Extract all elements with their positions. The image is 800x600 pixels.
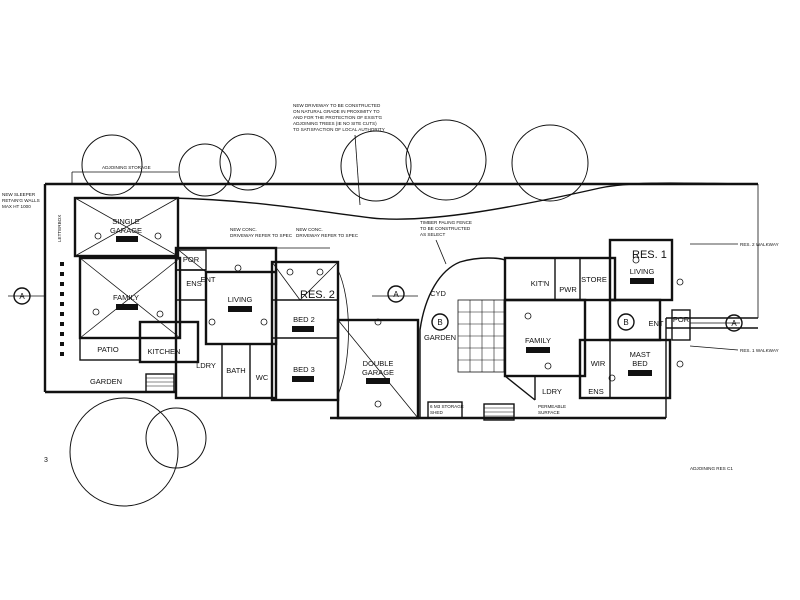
room-label: LIVING	[228, 295, 253, 304]
fence-note: TIMBER PALING FENCE TO BE CONSTRUCTED AS…	[420, 220, 472, 265]
section-letter: A	[393, 290, 399, 299]
room-label: ENT	[201, 275, 216, 284]
note-line: NEW CONC.	[296, 227, 323, 232]
section-letter: B	[437, 318, 442, 327]
tree-canopy	[145, 407, 207, 469]
room-label: WIR	[591, 359, 606, 368]
room-label: BED 3	[293, 365, 315, 374]
room-label: CYD	[430, 289, 446, 298]
room-label: POR	[183, 255, 200, 264]
note-line: NEW CONC.	[230, 227, 257, 232]
res1-label: RES. 1	[632, 249, 667, 261]
room-label: PATIO	[97, 345, 119, 354]
room-label: STORE	[581, 275, 607, 284]
trees	[69, 119, 589, 507]
res1-walkway-label: RES. 1 WALKWAY	[740, 348, 779, 353]
room-label: BED	[632, 359, 648, 368]
fence-posts	[60, 262, 64, 356]
area-tags	[116, 236, 654, 384]
room-label: BED 2	[293, 315, 315, 324]
letterbox-label: LETTERBOX	[57, 215, 62, 242]
room-label: GARDEN	[424, 333, 456, 342]
note-line: TO SATISFACTION OF LOCAL AUTHORITY	[293, 127, 385, 132]
room-label: FAMILY	[113, 293, 139, 302]
double-garage	[336, 318, 420, 420]
section-marker-a-mid: A	[372, 285, 418, 303]
note-line: TIMBER PALING FENCE	[420, 220, 472, 225]
room-label: FAMILY	[525, 336, 551, 345]
room-label: MAST	[630, 350, 651, 359]
adjoining-res-label: ADJOINING RES C1	[690, 466, 733, 471]
section-marker-a-left: A	[8, 287, 46, 305]
tree-canopy	[511, 124, 589, 202]
room-label: KIT'N	[531, 279, 550, 288]
paling-fence-curve	[169, 182, 759, 220]
note-line: SHED	[430, 410, 443, 415]
note-line: RETAIN'G WALLS	[2, 198, 40, 203]
note-line: DRIVEWAY REFER TO SPEC	[230, 233, 293, 238]
tree-canopy	[219, 133, 277, 191]
note-line: AND FOR THE PROTECTION OF EXIST'G	[293, 115, 383, 120]
note-line: ON NATURAL GRADE IN PROXIMITY TO	[293, 109, 380, 114]
room-label: KITCHEN	[148, 347, 181, 356]
note-line: TO BE CONSTRUCTED	[420, 226, 471, 231]
note-line: DRIVEWAY REFER TO SPEC	[296, 233, 359, 238]
adjoining-storage-label: ADJOINING STORAGE	[102, 165, 151, 170]
room-label: ENT	[649, 319, 664, 328]
res2-building	[73, 196, 349, 402]
room-label: LDRY	[196, 361, 216, 370]
section-letter: A	[731, 319, 737, 328]
driveway-note: NEW DRIVEWAY TO BE CONSTRUCTED ON NATURA…	[293, 103, 385, 206]
section-marker-b-left: B	[431, 313, 449, 331]
garden-curve	[419, 257, 506, 418]
note-line: AS SELECT	[420, 232, 445, 237]
tree-canopy	[405, 119, 487, 201]
res1-building	[457, 238, 691, 421]
section-letter: B	[623, 318, 628, 327]
room-label: POR	[673, 315, 690, 324]
site-boundary	[43, 171, 759, 420]
room-label: ENS	[588, 387, 603, 396]
tree-canopy	[69, 397, 179, 507]
res2-label: RES. 2	[300, 289, 335, 301]
room-label: LDRY	[542, 387, 562, 396]
courtyard-paving	[457, 299, 505, 373]
room-label: SINGLE	[112, 217, 140, 226]
fixture-markers	[92, 232, 684, 408]
room-label: GARAGE	[362, 368, 394, 377]
room-label: WC	[256, 373, 269, 382]
res2-walkway-label: RES. 2 WALKWAY	[740, 242, 779, 247]
section-marker-a-right: A	[690, 314, 743, 332]
room-label: GARDEN	[90, 377, 122, 386]
room-label: BATH	[226, 366, 245, 375]
note-line: 6 M3 STORAGE	[430, 404, 464, 409]
tree-canopy	[340, 130, 412, 202]
note-line: PERMEABLE	[538, 404, 566, 409]
room-label: PWR	[559, 285, 577, 294]
section-letter: A	[19, 292, 25, 301]
tree-canopy	[178, 143, 232, 197]
note-line: SURFACE	[538, 410, 560, 415]
page-number: 3	[44, 457, 48, 464]
note-line: NEW DRIVEWAY TO BE CONSTRUCTED	[293, 103, 381, 108]
room-label: DOUBLE	[363, 359, 394, 368]
sleeper-note: NEW SLEEPER RETAIN'G WALLS MAX HT 1000	[2, 192, 40, 209]
note-line: ADJOINING TREES (IE NO SITE CUTS)	[293, 121, 377, 126]
room-label: ENS	[186, 279, 201, 288]
section-marker-b-right: B	[617, 313, 635, 331]
room-label: LIVING	[630, 267, 655, 276]
note-line: NEW SLEEPER	[2, 192, 36, 197]
note-line: MAX HT 1000	[2, 204, 31, 209]
room-label: GARAGE	[110, 226, 142, 235]
storage-shed	[427, 401, 463, 419]
tree-canopy	[81, 134, 143, 196]
